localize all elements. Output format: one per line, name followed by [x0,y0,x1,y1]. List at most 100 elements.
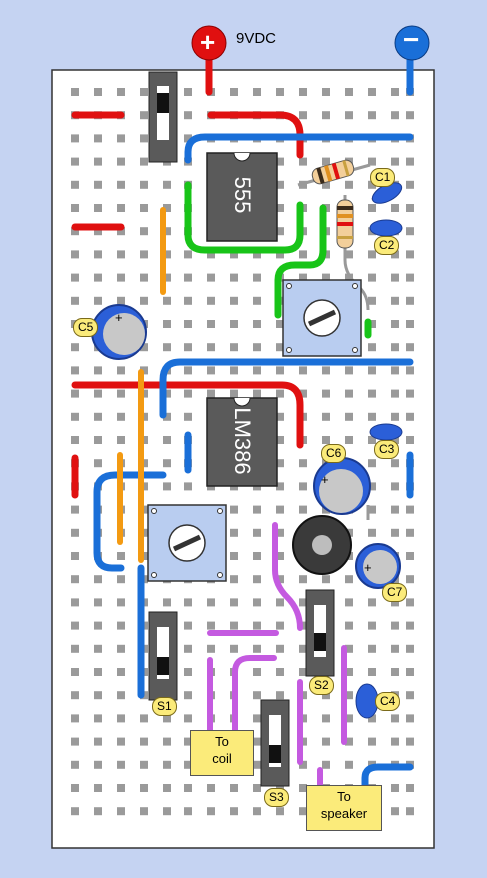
breadboard-hole [71,598,79,607]
breadboard-hole [94,784,102,792]
breadboard-hole [391,505,399,514]
breadboard-hole [71,737,79,746]
breadboard-hole [322,111,330,120]
breadboard-hole [71,784,79,792]
breadboard-hole [391,157,399,166]
breadboard-hole [163,807,171,816]
breadboard-hole [322,366,330,375]
breadboard-hole [184,250,192,259]
breadboard-hole [391,296,399,305]
breadboard-hole [276,505,284,514]
breadboard-hole [276,598,284,607]
breadboard-hole [117,760,125,769]
breadboard-hole [406,320,414,328]
breadboard-hole [184,482,192,491]
breadboard-hole [253,737,261,746]
breadboard-hole [406,250,414,259]
breadboard-hole [163,389,171,398]
breadboard-hole [207,366,215,375]
breadboard-hole [184,807,192,816]
breadboard-hole [276,807,284,816]
breadboard-hole [406,644,414,653]
breadboard-hole [345,691,353,700]
label-c6: C6 [321,444,347,463]
breadboard-hole [322,88,330,96]
breadboard-hole [163,250,171,259]
breadboard-hole [184,111,192,120]
breadboard-hole [207,784,215,792]
breadboard-hole [368,157,376,166]
breadboard-hole [406,412,414,421]
breadboard-hole [368,436,376,444]
breadboard-hole [345,575,353,584]
chip-lm386-label: LM386 [230,407,255,475]
breadboard-hole [117,807,125,816]
breadboard-hole [368,180,376,189]
breadboard-hole [184,714,192,723]
breadboard-hole [253,575,261,584]
breadboard-hole [94,621,102,630]
capacitor-c2 [369,219,403,237]
breadboard-hole [71,575,79,584]
breadboard-hole [184,389,192,398]
breadboard-hole [71,204,79,212]
breadboard-hole [230,366,238,375]
breadboard-hole [368,644,376,653]
breadboard-hole [163,296,171,305]
breadboard-hole [299,760,307,769]
breadboard-hole [391,714,399,723]
breadboard-hole [230,505,238,514]
breadboard-hole [299,111,307,120]
breadboard-hole [276,250,284,259]
breadboard-hole [299,88,307,96]
breadboard-hole [230,250,238,259]
breadboard-hole [345,366,353,375]
breadboard-hole [117,621,125,630]
breadboard-hole [322,714,330,723]
breadboard-hole [207,807,215,816]
breadboard-hole [368,273,376,282]
breadboard-hole [368,320,376,328]
breadboard-hole [140,204,148,212]
breadboard-hole [71,273,79,282]
breadboard-hole [184,412,192,421]
orange-wires [117,207,166,563]
breadboard-hole [230,343,238,352]
breadboard-hole [299,157,307,166]
breadboard-hole [406,528,414,537]
breadboard-hole [322,180,330,189]
breadboard-hole [253,528,261,537]
breadboard-hole [117,737,125,746]
breadboard-hole [276,459,284,468]
breadboard-hole [299,644,307,653]
breadboard-hole [94,412,102,421]
purple-wires [207,522,347,791]
breadboard-hole [71,505,79,514]
breadboard-hole [230,296,238,305]
breadboard-hole [94,366,102,375]
breadboard-hole [71,668,79,676]
breadboard-hole [368,343,376,352]
breadboard-hole [230,273,238,282]
breadboard-hole [117,134,125,143]
breadboard-hole [368,459,376,468]
breadboard-hole [345,389,353,398]
breadboard-hole [230,389,238,398]
breadboard-hole [276,412,284,421]
breadboard-hole [406,691,414,700]
breadboard-hole [253,760,261,769]
breadboard-hole [406,180,414,189]
chip-555-label: 555 [230,176,255,214]
breadboard-hole [276,668,284,676]
breadboard-hole [391,598,399,607]
breadboard-hole [94,180,102,189]
breadboard-hole [140,134,148,143]
breadboard-hole [163,436,171,444]
breadboard-hole [345,668,353,676]
breadboard-hole [391,273,399,282]
breadboard-hole [276,575,284,584]
breadboard-hole [322,412,330,421]
breadboard-hole [184,598,192,607]
breadboard-hole [94,668,102,676]
breadboard-hole [276,366,284,375]
